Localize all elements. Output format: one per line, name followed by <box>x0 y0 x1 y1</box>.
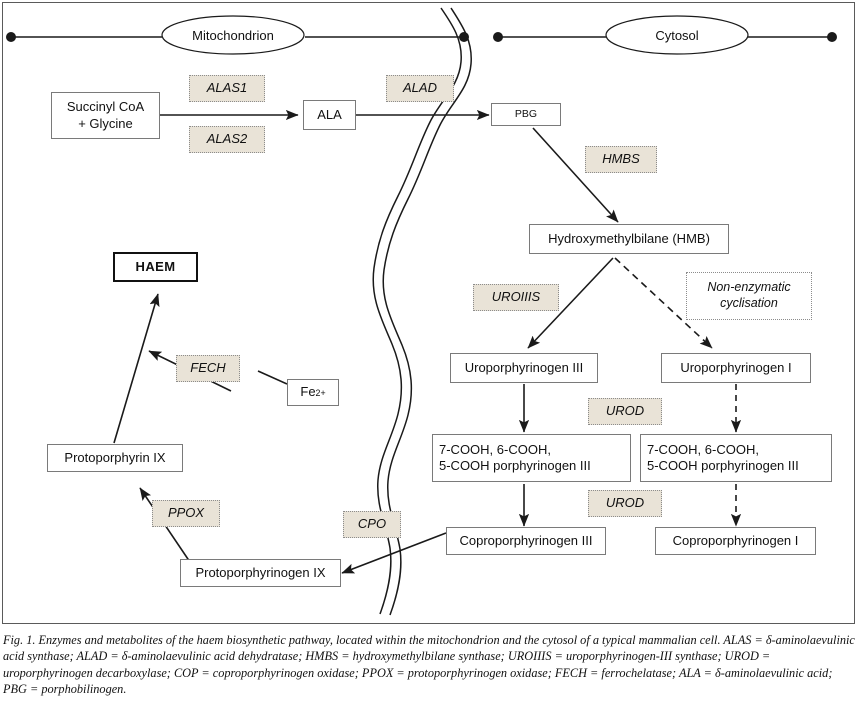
node-protoporphyrinogen-ix[interactable]: Protoporphyrinogen IX <box>180 559 341 587</box>
node-hydroxymethylbilane[interactable]: Hydroxymethylbilane (HMB) <box>529 224 729 254</box>
enzyme-label-alas2[interactable]: ALAS2 <box>189 126 265 153</box>
node-uroporphyrinogen-iii[interactable]: Uroporphyrinogen III <box>450 353 598 383</box>
node-pbg[interactable]: PBG <box>491 103 561 126</box>
enzyme-label-cpo[interactable]: CPO <box>343 511 401 538</box>
enzyme-label-hmbs[interactable]: HMBS <box>585 146 657 173</box>
connector-fe-to-fech <box>257 370 288 385</box>
node-cooh-porphyrinogen-iii[interactable]: 7-COOH, 6-COOH, 5-COOH porphyrinogen III <box>432 434 631 482</box>
arrow-proto9-to-haem <box>113 293 160 444</box>
node-succinyl-coa-glycine[interactable]: Succinyl CoA + Glycine <box>51 92 160 139</box>
enzyme-label-alas1[interactable]: ALAS1 <box>189 75 265 102</box>
fe-symbol: Fe <box>300 384 316 400</box>
reaction-arrows <box>113 109 742 574</box>
enzyme-label-uroiiis[interactable]: UROIIIS <box>473 284 559 311</box>
enzyme-label-fech[interactable]: FECH <box>176 355 240 382</box>
arrow-hmb-to-uro3 <box>527 257 614 349</box>
annotation-non-enzymatic-cyclisation: Non-enzymatic cyclisation <box>686 272 812 320</box>
arrow-copro3-to-protogen9 <box>341 532 447 574</box>
node-haem[interactable]: HAEM <box>113 252 198 282</box>
compartment-header-dots <box>6 32 837 42</box>
node-uroporphyrinogen-i[interactable]: Uroporphyrinogen I <box>661 353 811 383</box>
enzyme-label-ppox[interactable]: PPOX <box>152 500 220 527</box>
node-coproporphyrinogen-iii[interactable]: Coproporphyrinogen III <box>446 527 606 555</box>
arrow-protogen9-to-proto9 <box>139 487 195 569</box>
node-cooh-porphyrinogen-i[interactable]: 7-COOH, 6-COOH, 5-COOH porphyrinogen III <box>640 434 832 482</box>
enzyme-label-urod-1[interactable]: UROD <box>588 398 662 425</box>
node-protoporphyrin-ix[interactable]: Protoporphyrin IX <box>47 444 183 472</box>
node-coproporphyrinogen-i[interactable]: Coproporphyrinogen I <box>655 527 816 555</box>
node-ala[interactable]: ALA <box>303 100 356 130</box>
enzyme-label-alad[interactable]: ALAD <box>386 75 454 102</box>
mitochondrion-ellipse <box>161 15 305 55</box>
figure-caption: Fig. 1. Enzymes and metabolites of the h… <box>3 633 855 697</box>
enzyme-label-urod-2[interactable]: UROD <box>588 490 662 517</box>
compartment-label-mitochondrion: Mitochondrion <box>192 27 274 43</box>
arrow-hmb-to-uro1 <box>614 257 713 349</box>
cytosol-ellipse <box>605 15 749 55</box>
compartment-label-cytosol: Cytosol <box>655 27 699 43</box>
arrow-pbg-to-hmb <box>532 127 619 223</box>
